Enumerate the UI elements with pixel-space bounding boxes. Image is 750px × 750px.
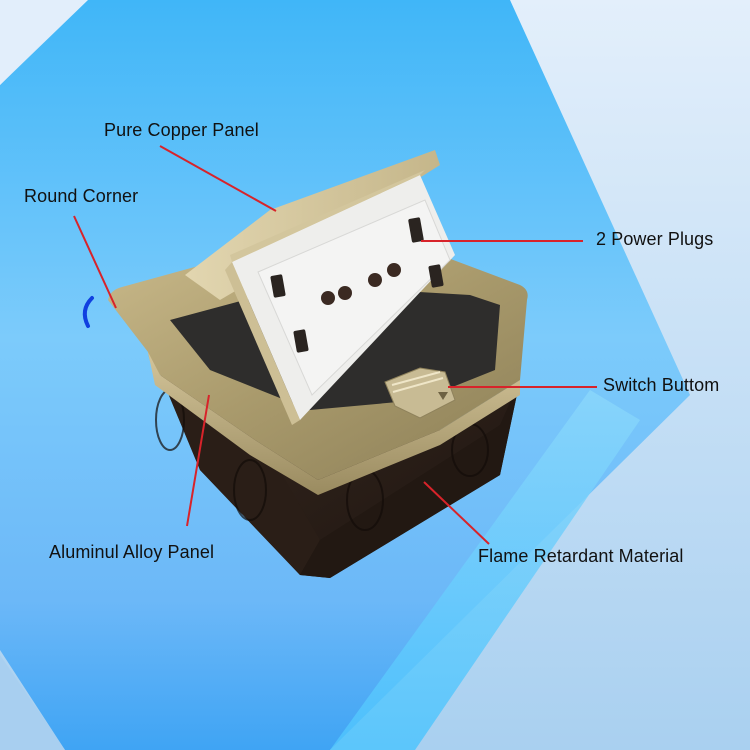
label-power-plugs: 2 Power Plugs — [596, 229, 714, 249]
switch-button — [384, 367, 456, 419]
label-round-corner: Round Corner — [24, 186, 139, 206]
power-plug-outlets — [270, 217, 444, 353]
round-corner-mark-icon — [82, 296, 94, 328]
label-switch-button: Switch Buttom — [603, 375, 720, 395]
label-aluminum-alloy-panel: Aluminul Alloy Panel — [49, 542, 215, 562]
label-flame-retardant-material: Flame Retardant Material — [478, 546, 684, 566]
label-pure-copper-panel: Pure Copper Panel — [104, 120, 259, 140]
